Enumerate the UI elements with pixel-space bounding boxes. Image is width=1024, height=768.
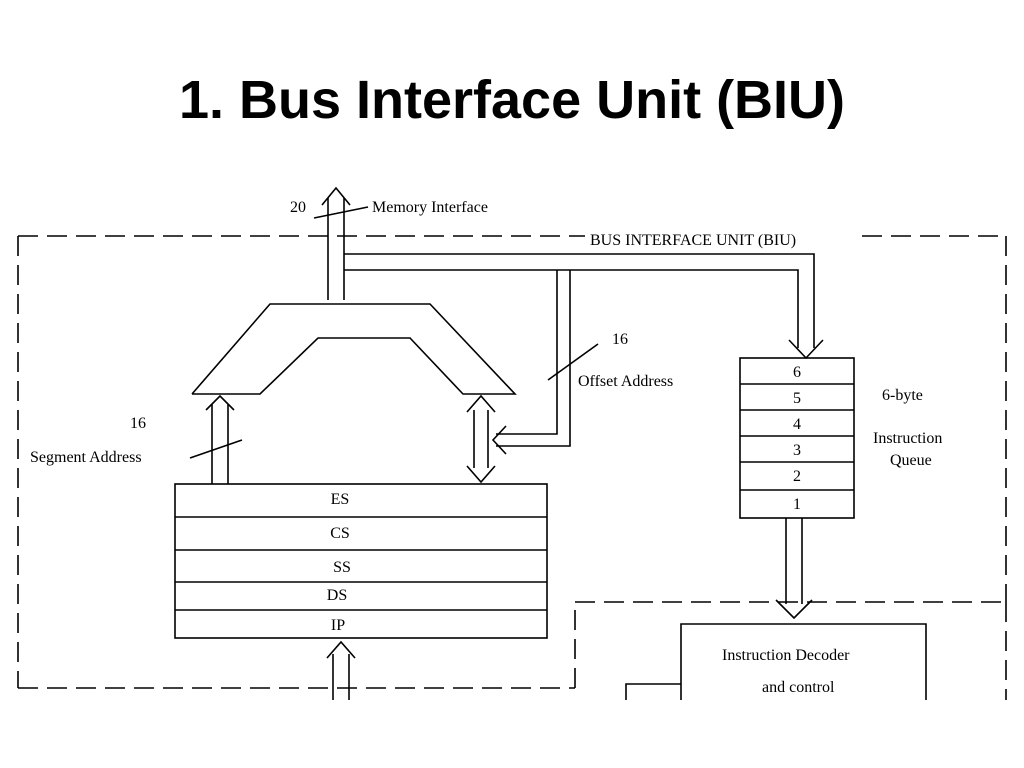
queue-name-line1: Instruction <box>873 430 942 447</box>
memory-bus-width: 20 <box>290 199 306 216</box>
memory-interface-label: Memory Interface <box>372 199 488 216</box>
ip-input-arrow <box>326 640 356 700</box>
segment-address-arrow <box>189 394 243 484</box>
queue-slot-2: 2 <box>793 468 801 485</box>
segment-width: 16 <box>130 415 146 432</box>
offset-address-label: Offset Address <box>578 373 673 390</box>
address-adder <box>191 303 517 395</box>
biu-boundary-label: BUS INTERFACE UNIT (BIU) <box>590 232 796 249</box>
memory-bus-arrow <box>313 186 369 300</box>
register-ds: DS <box>327 587 347 604</box>
offset-width: 16 <box>612 331 628 348</box>
queue-name-line2: Queue <box>890 452 932 469</box>
register-ip: IP <box>331 617 345 634</box>
instruction-queue: 6 5 4 3 2 1 <box>739 357 855 519</box>
queue-size-label: 6-byte <box>882 387 923 404</box>
decoder-label-line2: and control <box>762 679 835 696</box>
queue-to-decoder-arrow <box>775 518 813 620</box>
register-cs: CS <box>330 525 350 542</box>
queue-fill-bus <box>344 253 824 360</box>
segment-address-label: Segment Address <box>30 449 142 466</box>
offset-bidirectional-arrow <box>466 394 496 484</box>
queue-slot-3: 3 <box>793 442 801 459</box>
decoder-label-line1: Instruction Decoder <box>722 647 850 664</box>
queue-slot-5: 5 <box>793 390 801 407</box>
segment-register-block: ES CS SS DS IP <box>174 483 548 639</box>
offset-address-bus <box>491 270 599 455</box>
biu-boundary <box>17 235 1007 700</box>
queue-slot-4: 4 <box>793 416 801 433</box>
queue-slot-1: 1 <box>793 496 801 513</box>
queue-slot-6: 6 <box>793 364 801 381</box>
register-ss: SS <box>333 559 351 576</box>
instruction-decoder <box>625 623 927 700</box>
register-es: ES <box>331 491 350 508</box>
page-title: 1. Bus Interface Unit (BIU) <box>178 70 846 130</box>
